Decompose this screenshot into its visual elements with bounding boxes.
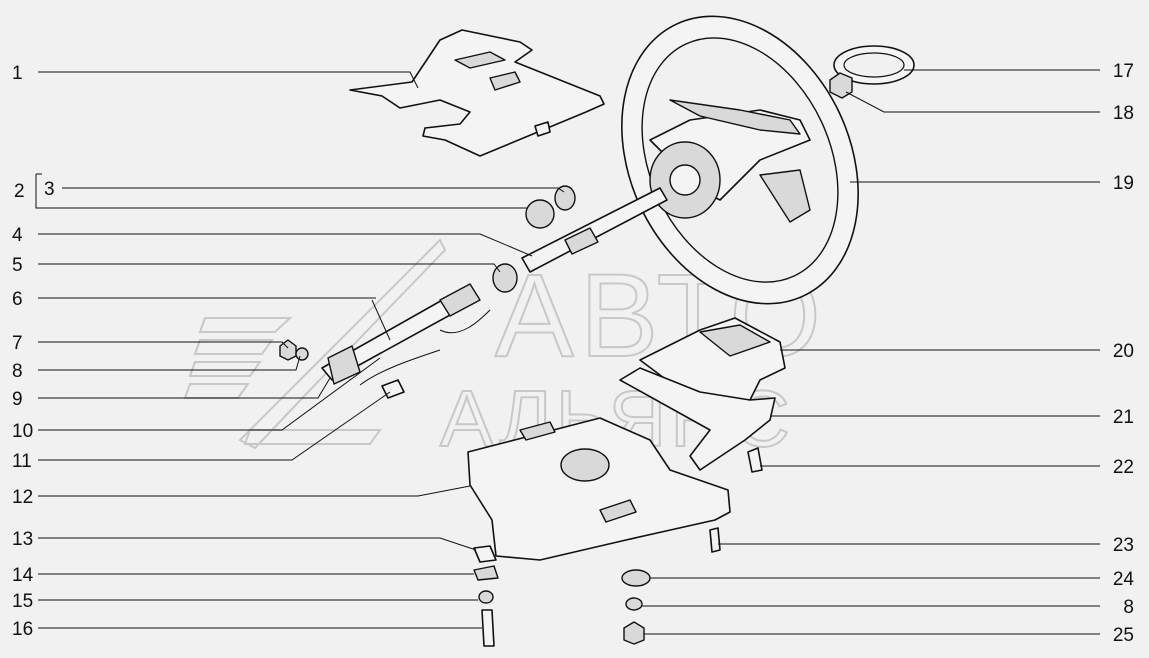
- callout-24: 24: [1113, 569, 1135, 590]
- callout-14: 14: [12, 565, 34, 586]
- callout-22: 22: [1113, 457, 1134, 478]
- part-6-intermediate-shaft: [321, 283, 491, 386]
- part-3-bushing: [554, 185, 576, 211]
- callout-17: 17: [1113, 61, 1134, 82]
- part-14-washer: [473, 565, 499, 581]
- callout-5: 5: [12, 255, 23, 276]
- part-22-screw: [747, 447, 763, 473]
- callout-9: 9: [12, 389, 23, 410]
- callout-20: 20: [1113, 341, 1134, 362]
- part-upper-bracket: [349, 29, 605, 157]
- callout-11: 11: [12, 451, 32, 472]
- leader-lines: [35, 69, 1100, 635]
- part-21-lower-shroud: [619, 367, 776, 471]
- callout-2: 2: [14, 181, 25, 202]
- callout-8: 8: [12, 361, 23, 382]
- watermark-logo: [183, 238, 447, 450]
- callout-1: 1: [12, 63, 23, 84]
- part-18-nut: [829, 72, 853, 99]
- callout-6: 6: [12, 289, 23, 310]
- callout-labels: 1 2 3 4 5 6 7 8 9 10 11 12 13 14 15 16 1…: [12, 61, 1134, 646]
- part-16-bolt: [481, 609, 495, 647]
- callout-23: 23: [1113, 535, 1134, 556]
- part-17-lock-ring: [833, 45, 915, 85]
- part-8-nut-lower: [625, 597, 643, 611]
- part-4-steering-shaft: [521, 187, 668, 273]
- part-25-nut: [623, 621, 645, 645]
- callout-12: 12: [12, 487, 33, 508]
- callout-21: 21: [1113, 407, 1134, 428]
- callout-4: 4: [12, 225, 23, 246]
- callout-13: 13: [12, 529, 33, 550]
- part-8-nut: [295, 347, 309, 361]
- part-23-screw: [709, 527, 721, 553]
- callout-19: 19: [1113, 173, 1134, 194]
- callout-15: 15: [12, 591, 33, 612]
- callout-3: 3: [44, 179, 55, 200]
- callout-8-right: 8: [1123, 597, 1134, 618]
- part-24-washer: [621, 569, 651, 587]
- callout-18: 18: [1113, 103, 1134, 124]
- part-12-column-bracket: [467, 417, 731, 561]
- part-2-bushing: [525, 199, 555, 229]
- callout-25: 25: [1113, 625, 1134, 646]
- part-15-lock-washer: [478, 590, 494, 604]
- callout-7: 7: [12, 333, 23, 354]
- callout-10: 10: [12, 421, 33, 442]
- callout-16: 16: [12, 619, 33, 640]
- part-13-clip: [473, 545, 497, 563]
